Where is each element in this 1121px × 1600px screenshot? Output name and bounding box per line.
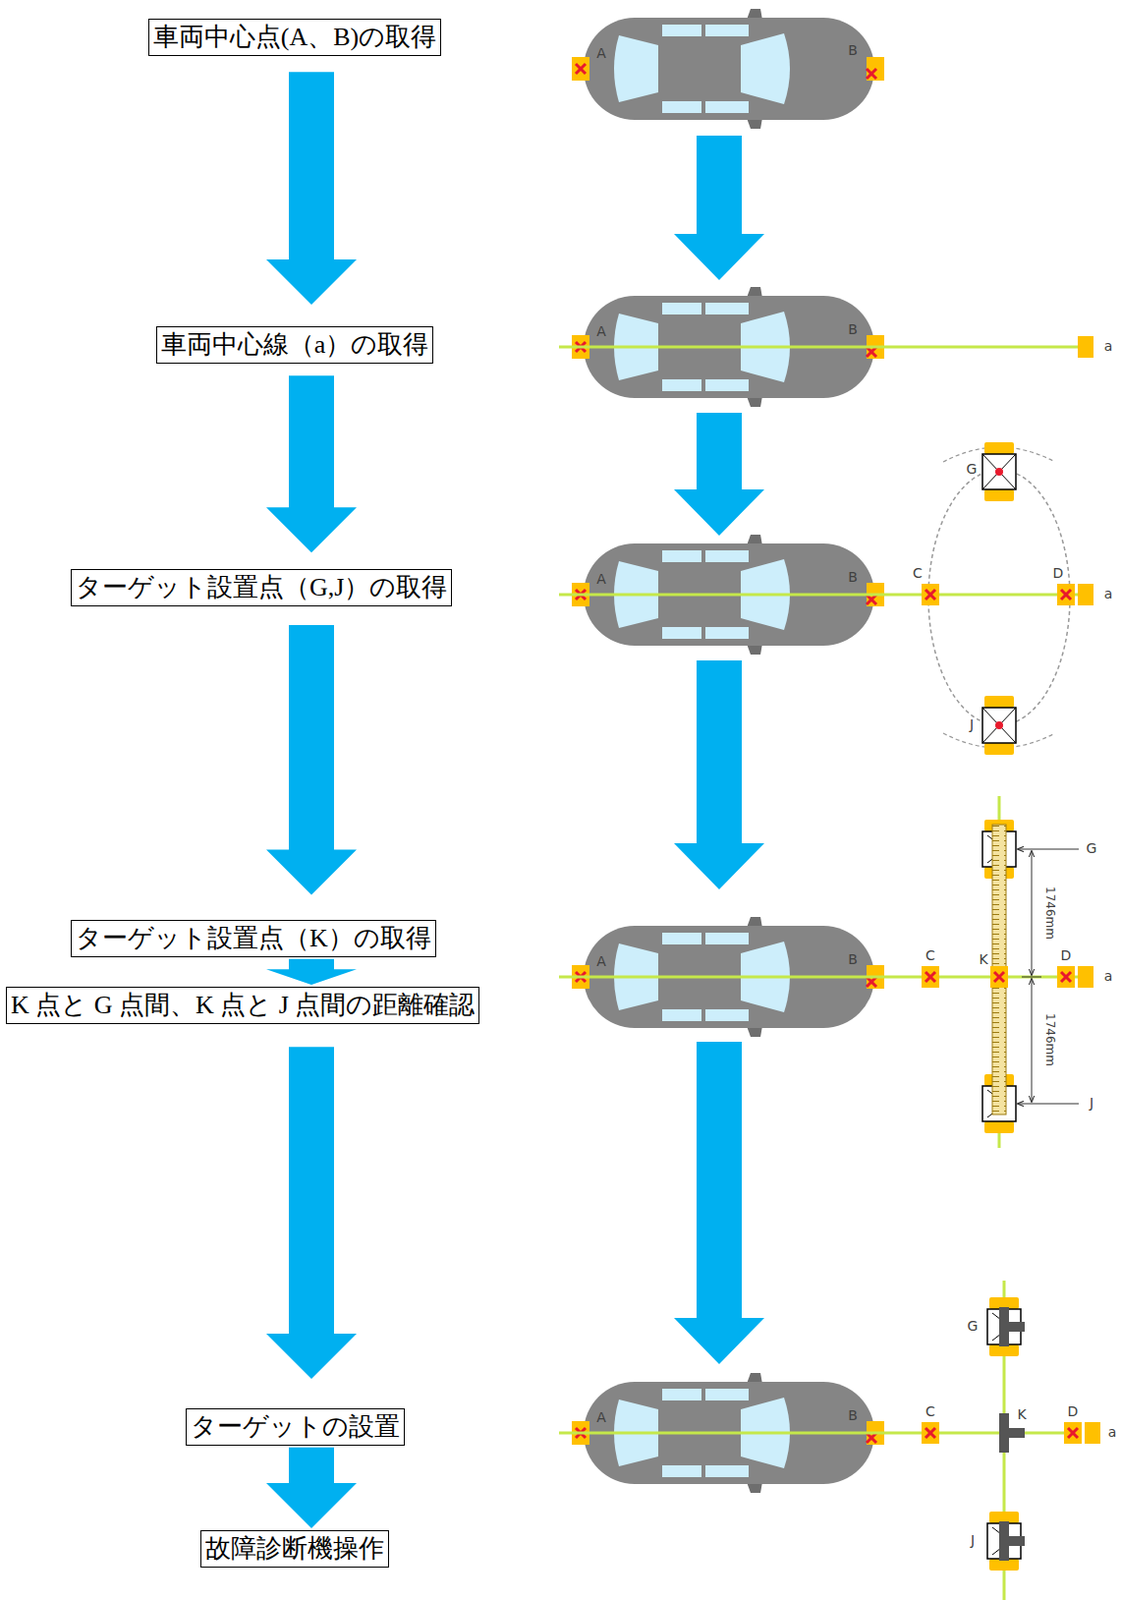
process-box: 車両中心線（a）の取得 <box>156 326 435 364</box>
process-box: ターゲットの設置 <box>185 1407 405 1446</box>
point-label: A <box>596 46 607 61</box>
point-label: A <box>596 324 607 339</box>
dimension-label: 1746mm <box>1042 886 1056 940</box>
process-box: ターゲット設置点（K）の取得 <box>70 919 437 957</box>
point-label: K <box>978 952 988 967</box>
point-label: J <box>1089 1095 1094 1111</box>
point-label: A <box>596 571 607 587</box>
point-label: A <box>596 1409 607 1425</box>
point-label: B <box>847 43 858 58</box>
point-label: C <box>925 1403 936 1419</box>
point-label: G <box>1086 840 1098 856</box>
point-label: G <box>967 1318 979 1334</box>
step-text: 車両中心点(A、B)の取得 <box>153 20 437 55</box>
point-label: B <box>847 952 858 967</box>
point-label: D <box>1053 565 1065 581</box>
flow-arrow <box>266 1447 357 1528</box>
point-label: B <box>847 1407 858 1423</box>
process-box: K 点と G 点間、K 点と J 点間の距離確認 <box>5 986 480 1024</box>
flow-arrow <box>266 375 357 553</box>
step-text: K 点と G 点間、K 点と J 点間の距離確認 <box>10 988 475 1022</box>
point-label: D <box>1067 1403 1079 1419</box>
point-label: a <box>1104 586 1114 602</box>
flow-arrow <box>266 1046 357 1379</box>
process-box: ターゲット設置点（G,J）の取得 <box>70 568 452 607</box>
step-text: ターゲット設置点（G,J）の取得 <box>75 570 448 605</box>
process-box: 車両中心点(A、B)の取得 <box>148 18 442 57</box>
step-text: 車両中心線（a）の取得 <box>161 328 430 362</box>
point-label: a <box>1108 1424 1118 1440</box>
point-label: a <box>1104 968 1114 984</box>
point-label: G <box>966 461 978 477</box>
point-label: A <box>596 953 607 969</box>
point-label: J <box>969 717 974 732</box>
flow-arrow <box>266 624 357 896</box>
step-text: ターゲット設置点（K）の取得 <box>75 921 432 955</box>
flow-arrow <box>266 71 357 305</box>
dimension-label: 1746mm <box>1042 1012 1056 1066</box>
point-label: B <box>847 569 858 585</box>
flow-arrow <box>266 958 357 985</box>
point-label: D <box>1061 948 1072 963</box>
point-label: C <box>912 565 923 581</box>
point-label: K <box>1016 1406 1026 1422</box>
point-label: a <box>1104 338 1114 354</box>
process-box: 故障診断機操作 <box>200 1529 390 1568</box>
point-label: C <box>925 948 936 963</box>
point-label: J <box>970 1532 975 1548</box>
step-text: ターゲットの設置 <box>190 1409 400 1444</box>
point-label: B <box>847 322 858 337</box>
step-text: 故障診断機操作 <box>205 1531 385 1566</box>
